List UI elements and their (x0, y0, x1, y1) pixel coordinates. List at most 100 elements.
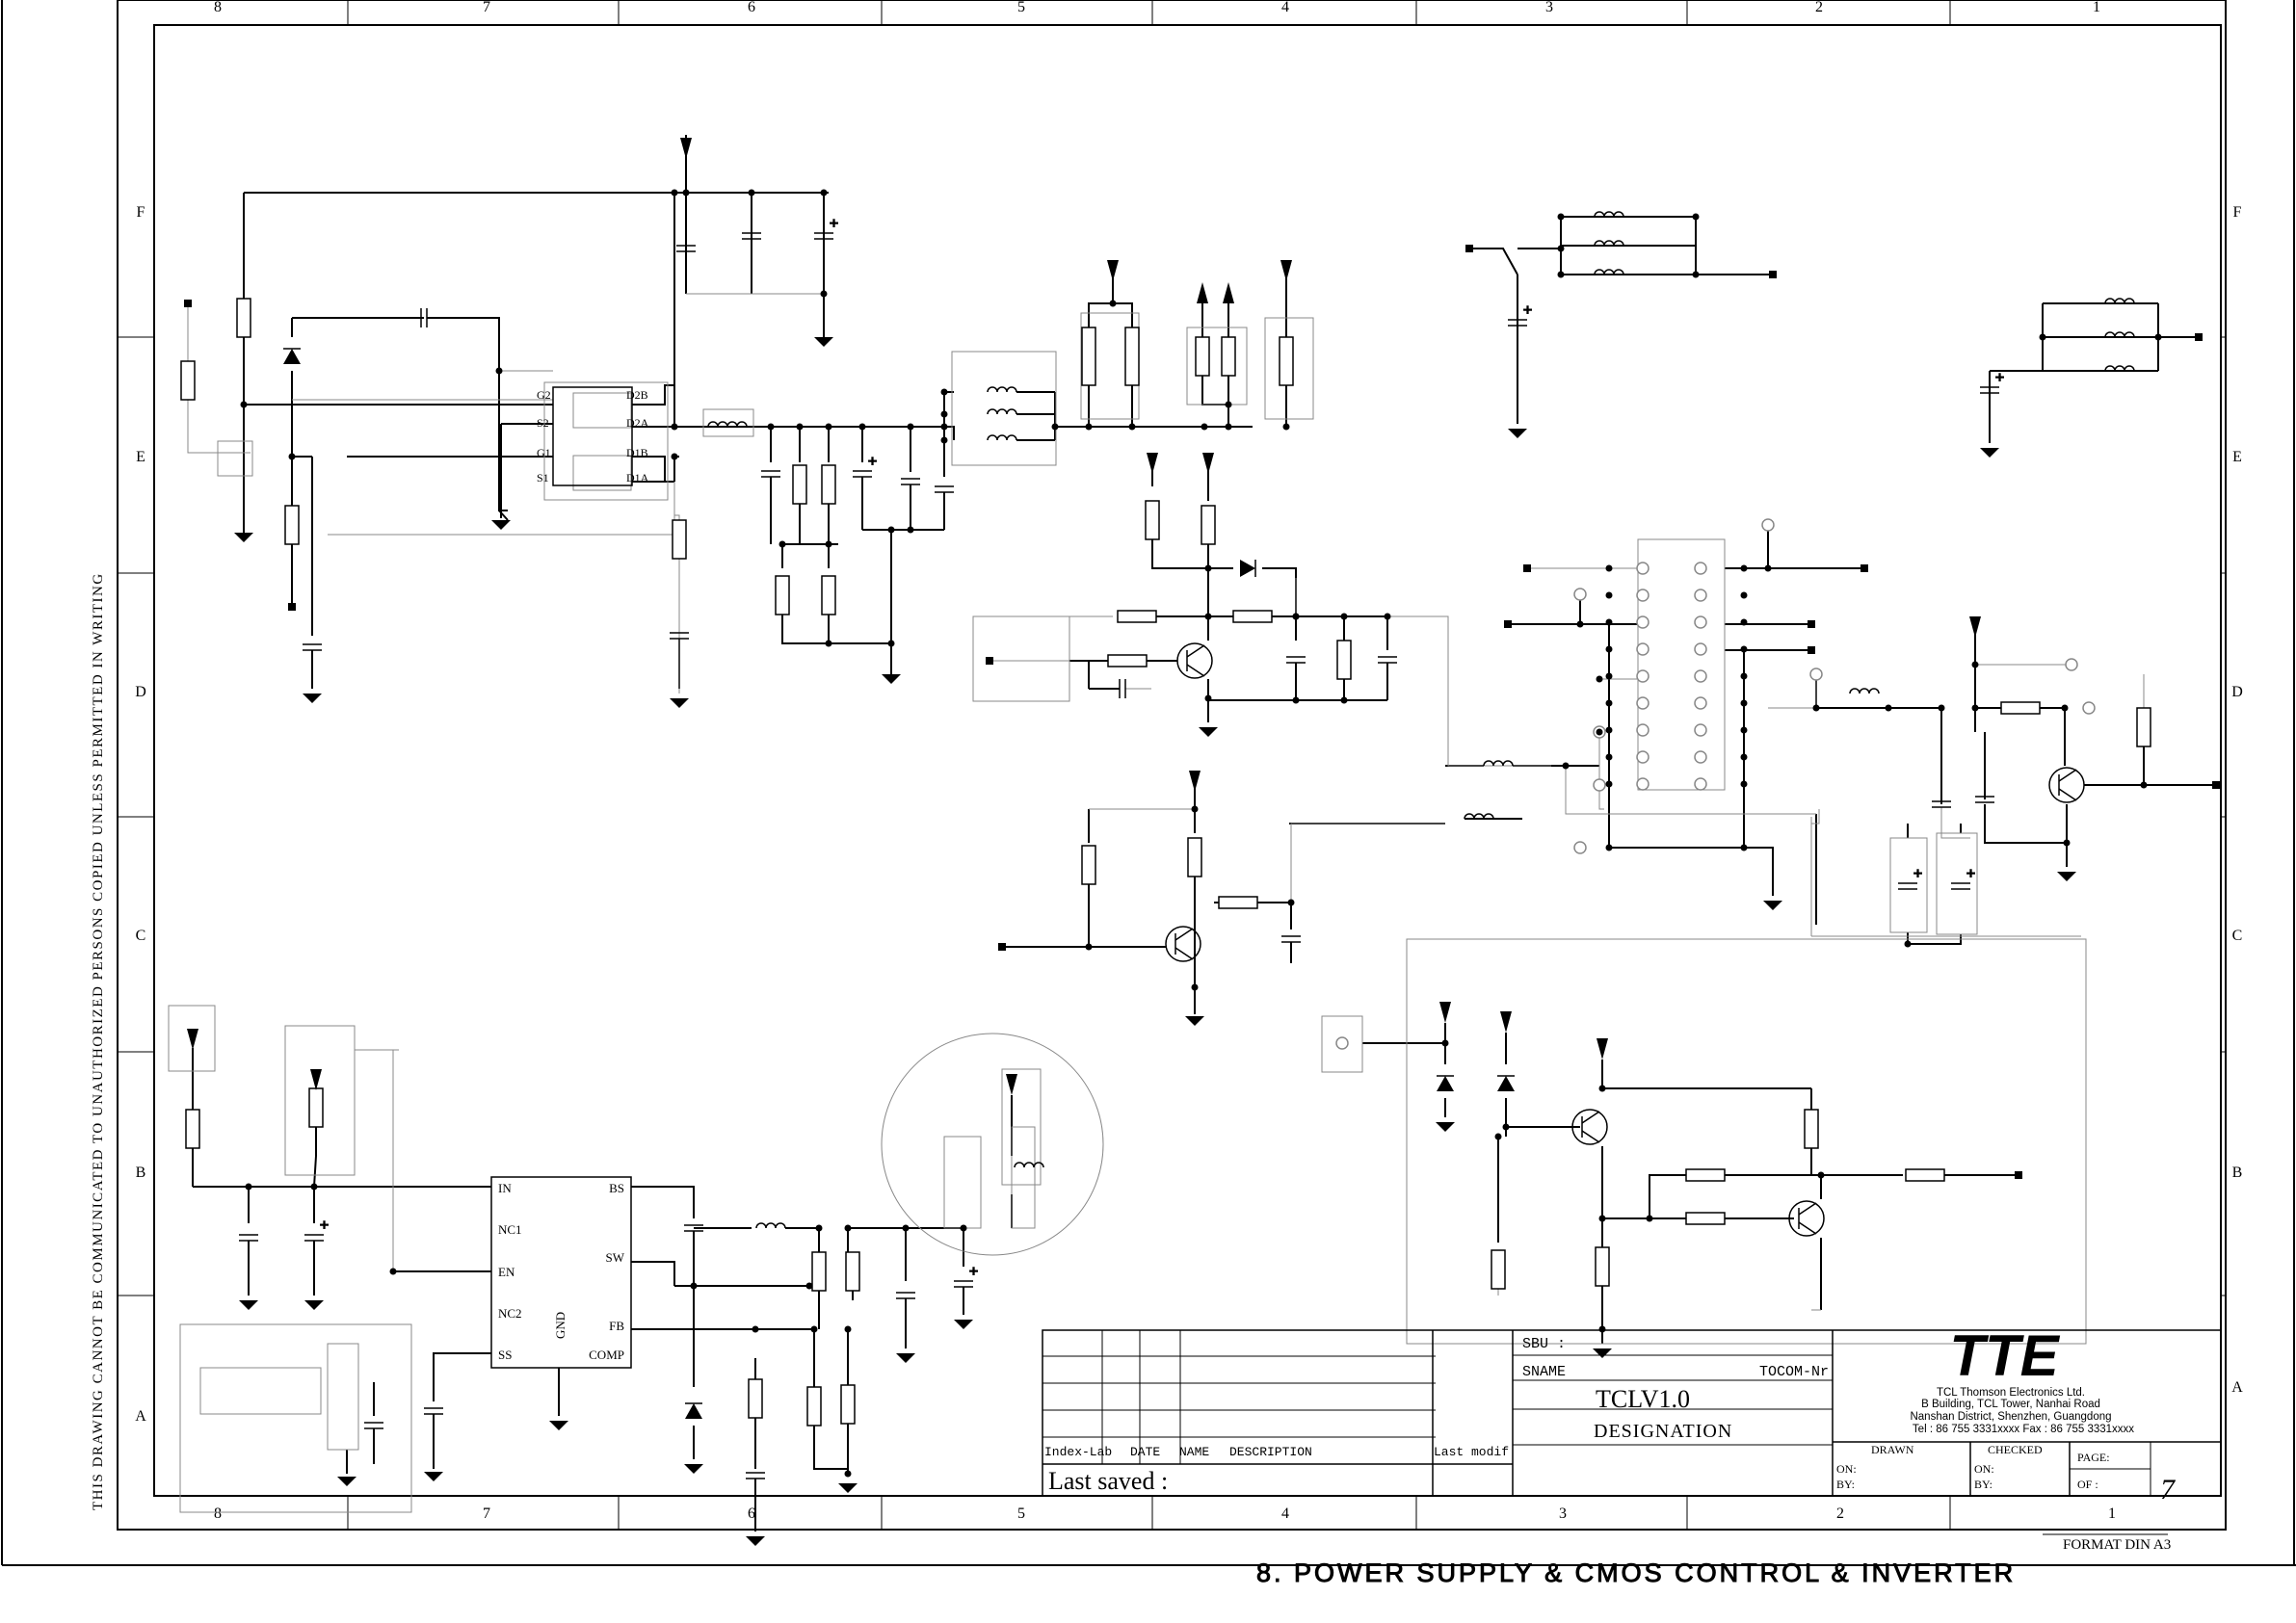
inductor (1594, 240, 1624, 247)
transistor (1174, 947, 1194, 960)
sname-label: SNAME (1522, 1364, 1566, 1380)
col-label-3-bottom: 3 (1559, 1505, 1567, 1522)
wire (1290, 823, 1445, 903)
rev-col-index-lab: Index-Lab (1044, 1445, 1112, 1459)
supply-arrow (187, 1029, 198, 1050)
junction-dot (1204, 694, 1212, 702)
transistor (1798, 1221, 1817, 1235)
transistor (1581, 1111, 1600, 1124)
title-block (1042, 1329, 2222, 1497)
resistor (2136, 707, 2151, 747)
transistor (2058, 788, 2077, 801)
ground-symbol (1185, 1016, 1204, 1026)
resistor (1195, 336, 1210, 377)
ground-symbol (746, 1536, 765, 1546)
connector-terminal (986, 657, 993, 665)
regulator-pin-sw: SW (606, 1250, 625, 1265)
rev-col-date: DATE (1130, 1445, 1160, 1459)
resistor (1124, 327, 1140, 386)
junction-dot (815, 1224, 823, 1232)
connector-terminal (1808, 620, 1815, 628)
resistor (1685, 1168, 1726, 1182)
polarity-mark: + (320, 1217, 329, 1234)
ground-symbol (1199, 727, 1218, 737)
polarity-mark: + (1995, 370, 2004, 386)
test-point (1694, 642, 1707, 656)
company-line-2: B Building, TCL Tower, Nanhai Road (1921, 1399, 2100, 1410)
ground-symbol (239, 1300, 258, 1310)
junction-dot (671, 189, 678, 196)
junction-dot (2140, 781, 2148, 789)
mosfet-pin-g2: G2 (537, 388, 551, 402)
company-line-1: TCL Thomson Electronics Ltd. (1937, 1387, 2085, 1399)
col-label-5-top: 5 (1017, 0, 1025, 15)
resistor (284, 505, 300, 545)
component-outline (1186, 327, 1248, 406)
junction-dot (495, 367, 503, 375)
junction-dot (288, 453, 296, 460)
junction-dot (671, 453, 678, 460)
ground-symbol (670, 698, 689, 708)
mosfet-body (572, 455, 632, 491)
transistor (1581, 1130, 1600, 1143)
junction-dot (1191, 805, 1199, 813)
polarity-mark: + (1523, 302, 1532, 319)
last-saved-label: Last saved : (1048, 1467, 1168, 1495)
junction-dot (1085, 943, 1093, 951)
resistor (821, 464, 836, 505)
test-point (2082, 701, 2096, 715)
junction-dot (752, 1325, 759, 1333)
mosfet-body (572, 392, 632, 429)
resistor (1685, 1212, 1726, 1225)
junction-dot (1109, 300, 1117, 307)
checked-on-label: ON: (1974, 1462, 1994, 1476)
resistor (821, 575, 836, 615)
junction-dot (887, 640, 895, 647)
test-point (1636, 777, 1649, 791)
supply-arrow (1597, 1038, 1608, 1060)
junction-dot (1938, 704, 1945, 712)
ground-symbol (1763, 901, 1782, 910)
ground-symbol (304, 1300, 324, 1310)
junction-dot (1340, 696, 1348, 704)
inductor (707, 421, 748, 428)
col-label-6-top: 6 (748, 0, 755, 15)
mosfet-pin-d2b: D2B (626, 388, 648, 402)
mosfet-pin-s2: S2 (537, 416, 549, 430)
junction-dot (907, 423, 914, 431)
polarity-mark: + (969, 1264, 978, 1280)
component-outline (1001, 1068, 1042, 1186)
row-label-d-right: D (2231, 684, 2243, 700)
wire (632, 384, 674, 406)
row-label-b-left: B (136, 1165, 146, 1181)
resistor (180, 360, 196, 401)
junction-dot (1904, 940, 1912, 948)
junction-dot (1598, 1085, 1606, 1092)
resistor (1336, 640, 1352, 680)
component-outline (217, 440, 253, 477)
junction-dot (1740, 844, 1748, 851)
junction-dot (1562, 762, 1570, 770)
junction-dot (1740, 672, 1748, 680)
ground-symbol (424, 1472, 443, 1481)
regulator-ic: IN NC1 EN NC2 SS BS SW FB COMP GND (490, 1176, 632, 1369)
inductor (987, 386, 1017, 393)
supply-arrow (1189, 771, 1201, 792)
junction-dot (825, 540, 832, 548)
confidentiality-note: THIS DRAWING CANNOT BE COMMUNICATED TO U… (91, 572, 106, 1510)
junction-dot (1812, 704, 1820, 712)
inductor (2104, 298, 2135, 304)
regulator-pin-nc2: NC2 (498, 1306, 522, 1321)
resistor (1218, 896, 1258, 909)
junction-dot (1502, 1123, 1510, 1131)
ground-symbol (303, 694, 322, 703)
test-point (1761, 518, 1775, 532)
resistor (308, 1087, 324, 1128)
junction-dot (810, 1325, 818, 1333)
ground-symbol (2057, 872, 2076, 881)
ground-symbol (1593, 1348, 1612, 1358)
junction-dot (1201, 423, 1208, 431)
junction-dot (1576, 620, 1584, 628)
junction-dot (2061, 704, 2069, 712)
inset-circle (881, 1033, 1104, 1256)
